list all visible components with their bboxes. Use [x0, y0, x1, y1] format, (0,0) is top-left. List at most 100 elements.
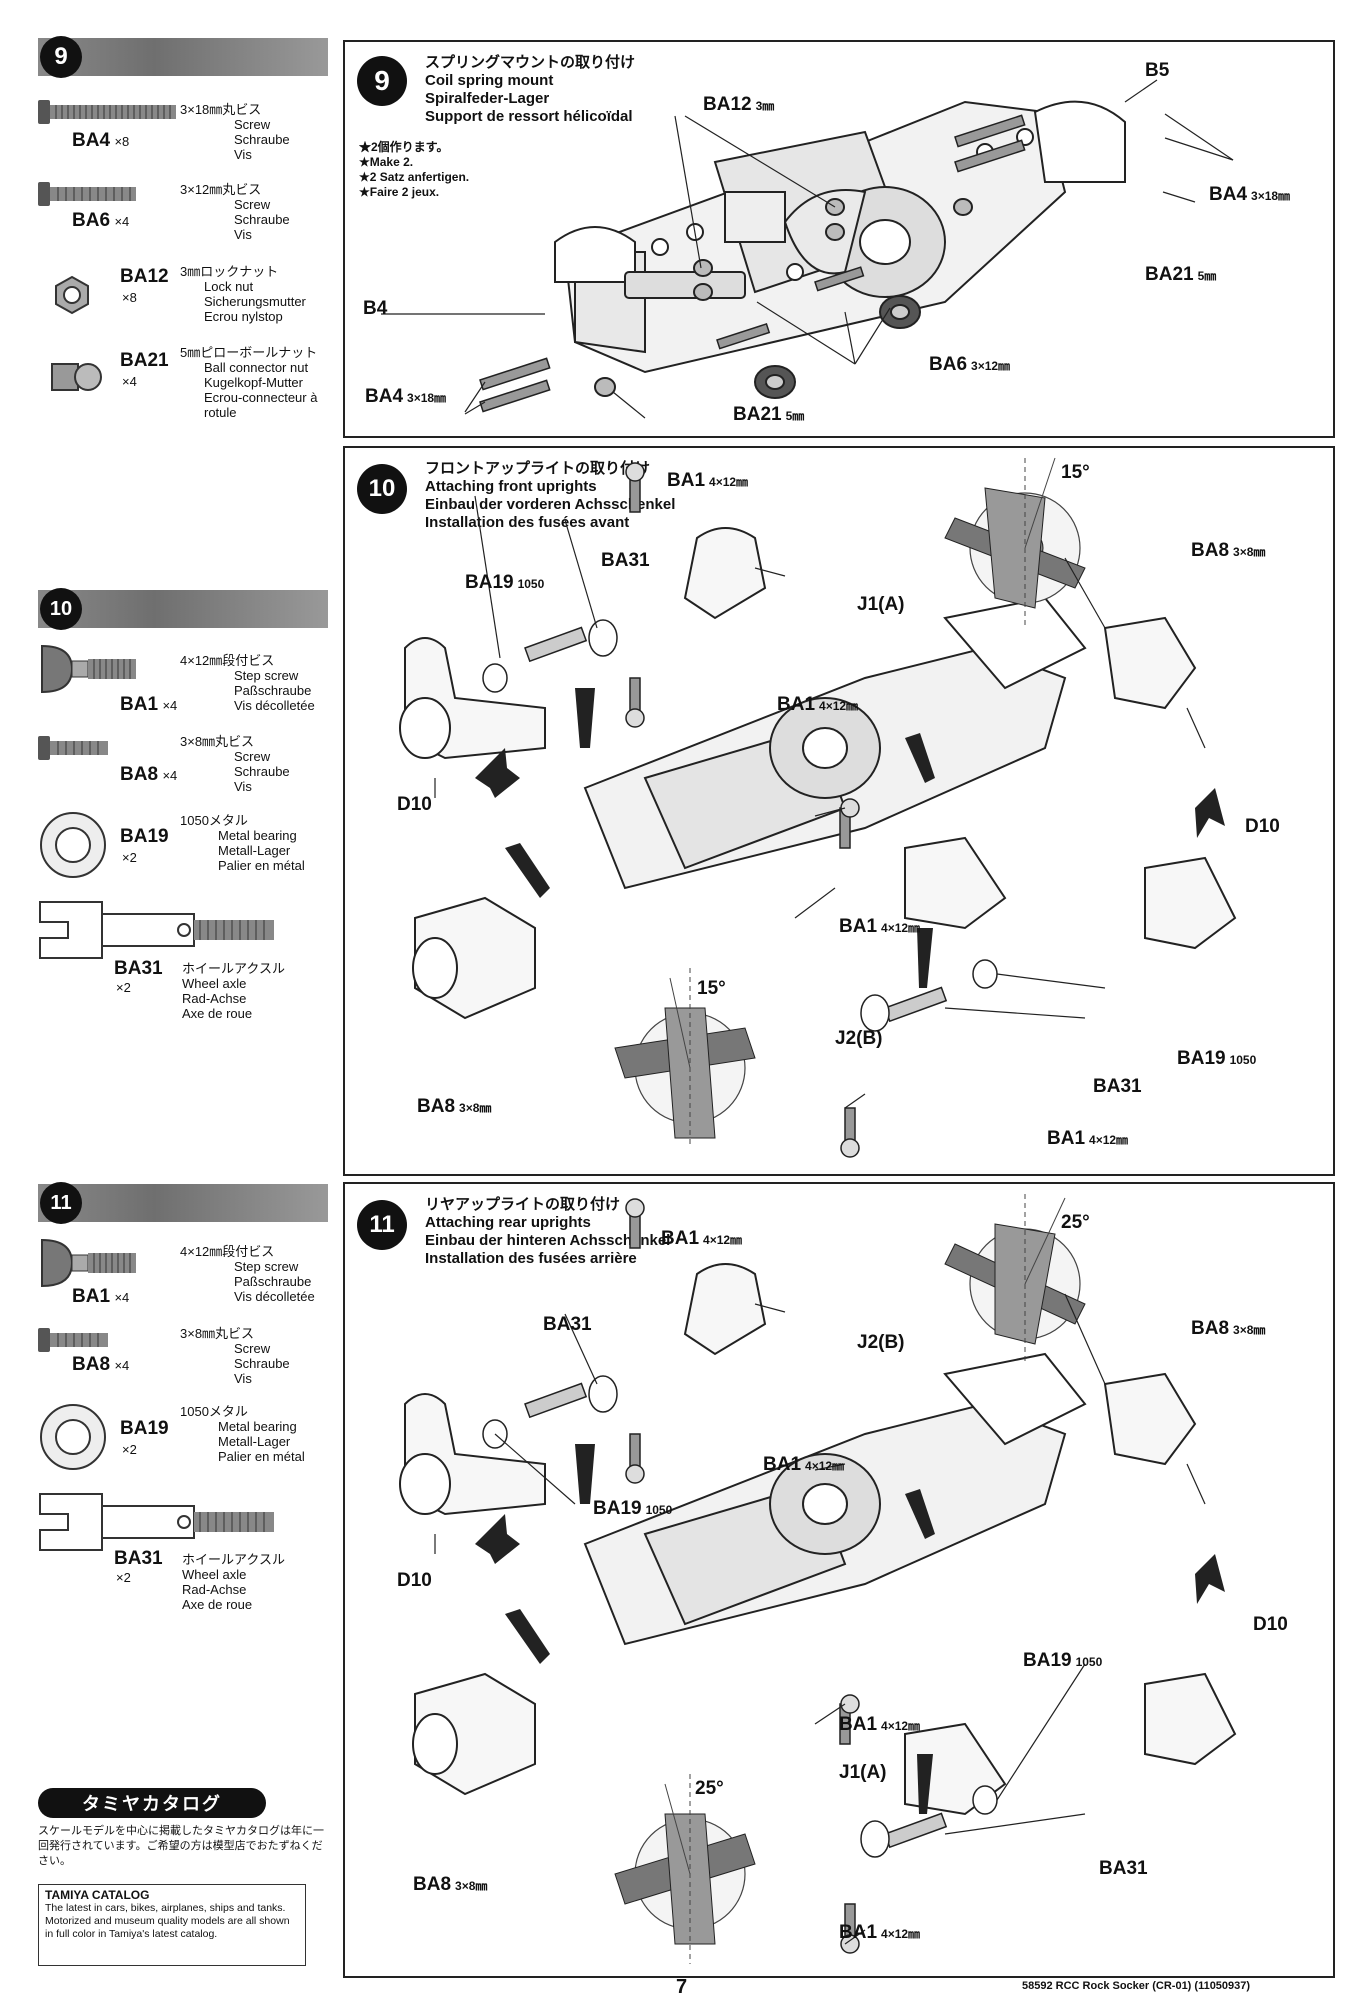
- step11-parts-header: [38, 1184, 328, 1222]
- step9-note: ★Faire 2 jeux.: [359, 185, 440, 199]
- metal-bearing-icon: [40, 812, 106, 878]
- label-b5: B5: [1145, 60, 1170, 81]
- part-desc-de: Schraube: [234, 212, 290, 227]
- label-ba19-size: 1050: [645, 1503, 673, 1517]
- part-desc-fr: Palier en métal: [218, 1449, 305, 1464]
- label-ba4-size: 3×18㎜: [407, 391, 447, 405]
- part-desc-en: Metal bearing: [218, 1419, 297, 1434]
- label-ba19-size: 1050: [1075, 1655, 1103, 1669]
- step9-note: ★Make 2.: [359, 155, 414, 169]
- label-ba1: BA1: [839, 1714, 878, 1735]
- part-desc-jp: 1050メタル: [180, 1404, 248, 1419]
- part-qty: ×2: [122, 1442, 137, 1457]
- part-desc-de: Metall-Lager: [218, 1434, 291, 1449]
- label-angle: 25°: [695, 1778, 724, 1799]
- step9-title-fr: Support de ressort hélicoïdal: [425, 108, 633, 125]
- part-qty: ×4: [122, 374, 137, 389]
- part-qty: ×2: [116, 1570, 131, 1585]
- part-code: BA6: [72, 210, 111, 231]
- part-code: BA1: [72, 1286, 111, 1307]
- label-ba19: BA19: [465, 572, 514, 593]
- label-ba21: BA21: [1145, 264, 1194, 285]
- label-ba6: BA6: [929, 354, 968, 375]
- label-ba4-size: 3×18㎜: [1251, 189, 1291, 203]
- label-ba8-size: 3×8㎜: [1233, 545, 1266, 559]
- catalog-title: TAMIYA CATALOG: [45, 1888, 150, 1902]
- label-ba8: BA8: [417, 1096, 456, 1117]
- step10-title-jp: フロントアップライトの取り付け: [425, 460, 651, 477]
- label-ba6-size: 3×12㎜: [971, 359, 1011, 373]
- catalog-text: The latest in cars, bikes, airplanes, sh…: [45, 1902, 290, 1940]
- label-j1a: J1(A): [839, 1762, 887, 1783]
- label-ba8: BA8: [413, 1874, 452, 1895]
- part-qty: ×4: [162, 698, 178, 713]
- label-ba8-size: 3×8㎜: [1233, 1323, 1266, 1337]
- catalog-jp-text: スケールモデルを中心に掲載したタミヤカタログは年に一回発行されています。ご希望の…: [38, 1825, 324, 1867]
- label-ba1: BA1: [839, 916, 878, 937]
- part-desc-jp: 3×12㎜丸ビス: [180, 182, 262, 197]
- part-desc-fr: Vis: [234, 227, 252, 242]
- label-ba1-size: 4×12㎜: [709, 475, 749, 489]
- label-ba1-size: 4×12㎜: [881, 1719, 921, 1733]
- step10-parts-header: [38, 590, 328, 628]
- label-ba4: BA4: [1209, 184, 1248, 205]
- label-j1a: J1(A): [857, 594, 905, 615]
- step11-panel-number: 11: [357, 1200, 407, 1250]
- label-ba1-size: 4×12㎜: [881, 1927, 921, 1941]
- part-desc-fr: Palier en métal: [218, 858, 305, 873]
- step9-title-jp: スプリングマウントの取り付け: [425, 54, 636, 71]
- step11-title-jp: リヤアップライトの取り付け: [425, 1196, 621, 1213]
- part-code: BA8: [120, 764, 159, 785]
- step9-title-en: Coil spring mount: [425, 72, 554, 89]
- label-ba12: BA12: [703, 94, 752, 115]
- label-ba1: BA1: [661, 1228, 700, 1249]
- part-desc-de: Paßschraube: [234, 1274, 312, 1289]
- part-desc-en: Wheel axle: [182, 1567, 247, 1582]
- part-code: BA8: [72, 1354, 111, 1375]
- part-desc-de: Schraube: [234, 132, 290, 147]
- step9-note: ★2個作ります。: [359, 140, 449, 154]
- part-desc-jp: 5㎜ピローボールナット: [180, 345, 318, 360]
- screw-short-icon: [38, 1328, 108, 1352]
- part-desc-fr: Ecrou-connecteur à rotule: [204, 390, 318, 420]
- label-ba1: BA1: [763, 1454, 802, 1475]
- label-angle: 25°: [1061, 1212, 1090, 1233]
- step9-number-badge: 9: [40, 36, 82, 78]
- label-ba8: BA8: [1191, 1318, 1230, 1339]
- label-ba12-size: 3㎜: [755, 99, 775, 113]
- step-screw-icon: [41, 1238, 136, 1288]
- part-desc-de: Paßschraube: [234, 683, 312, 698]
- step9-panel: 9 スプリングマウントの取り付け Coil spring mount Spira…: [343, 40, 1335, 438]
- screw-medium-icon: [38, 182, 136, 206]
- part-desc-en: Screw: [234, 749, 271, 764]
- part-desc-fr: Vis décolletée: [234, 698, 315, 713]
- step11-title-fr: Installation des fusées arrière: [425, 1250, 637, 1267]
- label-ba19-size: 1050: [517, 577, 545, 591]
- axle-assembly-drawing: [381, 79, 1234, 419]
- step-screw-icon: [41, 644, 136, 694]
- part-qty: ×4: [114, 214, 130, 229]
- part-desc-jp: 3×8㎜丸ビス: [180, 734, 255, 749]
- page-number: 7: [676, 1976, 688, 1998]
- part-code: BA12: [120, 266, 169, 287]
- label-ba1-size: 4×12㎜: [881, 921, 921, 935]
- step10-panel-number: 10: [357, 464, 407, 514]
- product-code: 58592 RCC Rock Socker (CR-01) (11050937): [1022, 1980, 1251, 1992]
- part-desc-en: Screw: [234, 117, 271, 132]
- step11-title-en: Attaching rear uprights: [425, 1214, 591, 1231]
- part-desc-en: Metal bearing: [218, 828, 297, 843]
- part-qty: ×4: [114, 1290, 130, 1305]
- label-ba8: BA8: [1191, 540, 1230, 561]
- step10-title-fr: Installation des fusées avant: [425, 514, 630, 531]
- part-code: BA31: [114, 1548, 163, 1569]
- label-d10: D10: [1245, 816, 1280, 837]
- label-ba31: BA31: [1093, 1076, 1142, 1097]
- label-ba19: BA19: [1177, 1048, 1226, 1069]
- step10-panel: 10 フロントアップライトの取り付け Attaching front uprig…: [343, 446, 1335, 1176]
- part-desc-en: Screw: [234, 197, 271, 212]
- part-code: BA1: [120, 694, 159, 715]
- part-desc-fr: Vis décolletée: [234, 1289, 315, 1304]
- part-desc-de: Rad-Achse: [182, 991, 247, 1006]
- label-d10: D10: [1253, 1614, 1288, 1635]
- label-ba19-size: 1050: [1229, 1053, 1257, 1067]
